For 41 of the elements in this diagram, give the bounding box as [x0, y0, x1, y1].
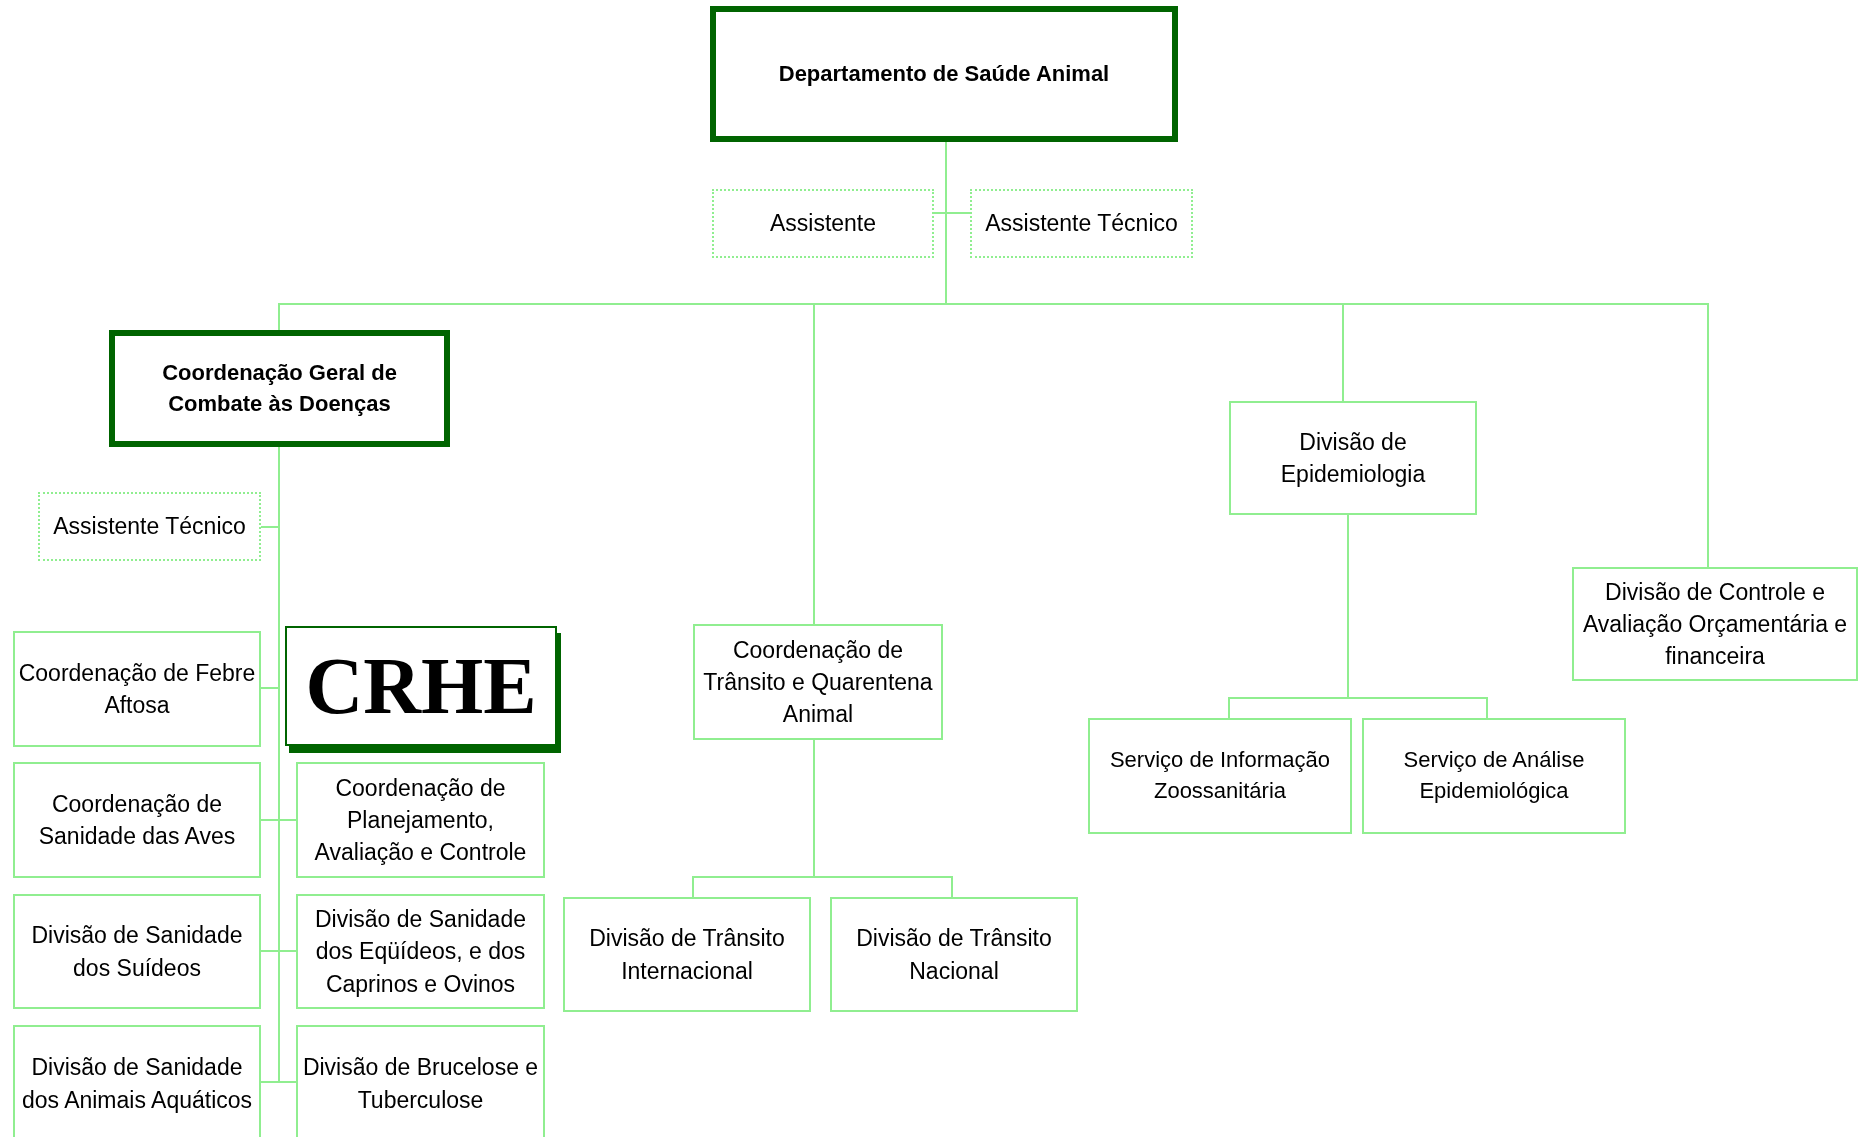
unit-label: Divisão de Sanidade dos Eqüídeos, e dos Caprinos e Ovinos: [314, 905, 527, 999]
unit-box: [296, 894, 545, 1009]
unit-box: [1362, 718, 1626, 834]
unit-label: Divisão de Epidemiologia: [1279, 427, 1427, 489]
unit-label: Coordenação de Planejamento, Avaliação e Controle: [313, 773, 528, 868]
unit-label: Serviço de Análise Epidemiológica: [1402, 746, 1586, 805]
assistant-box: [712, 189, 934, 258]
unit-label: Departamento de Saúde Animal: [778, 59, 1110, 88]
unit-label: Serviço de Informação Zoossanitária: [1108, 746, 1332, 805]
unit-label: Divisão de Brucelose e Tuberculose: [301, 1053, 540, 1115]
unit-box: [13, 631, 261, 747]
unit-label: Coordenação de Trânsito e Quarentena Animal: [702, 635, 934, 730]
unit-label: Coordenação de Sanidade das Aves: [37, 789, 237, 851]
unit-box: [13, 1025, 261, 1137]
unit-label: Divisão de Trânsito Internacional: [588, 924, 786, 986]
unit-box: [710, 6, 1178, 142]
connector-line: [813, 739, 953, 898]
unit-label: Assistente Técnico: [985, 209, 1178, 239]
unit-box: [296, 762, 545, 878]
unit-box: [693, 624, 943, 740]
unit-box: [830, 897, 1078, 1012]
acronym-label: CRHE: [305, 646, 537, 726]
assistant-box: [38, 492, 261, 561]
unit-label: Coordenação Geral de Combate às Doenças: [161, 358, 398, 418]
unit-label: Divisão de Controle e Avaliação Orçamentária e financeira: [1581, 577, 1849, 672]
unit-box: [109, 330, 450, 447]
unit-box: [1572, 567, 1858, 681]
unit-box: [296, 1025, 545, 1137]
unit-box: [13, 894, 261, 1009]
assistant-box: [970, 189, 1193, 258]
unit-label: Assistente: [769, 209, 877, 239]
unit-box: [1088, 718, 1352, 834]
unit-box: [563, 897, 811, 1012]
unit-label: Coordenação de Febre Aftosa: [17, 658, 257, 720]
unit-label: Assistente Técnico: [53, 512, 246, 542]
connector-line: [1347, 514, 1488, 719]
unit-box: [1229, 401, 1477, 515]
unit-box: [13, 762, 261, 878]
unit-label: Divisão de Sanidade dos Suídeos: [30, 921, 244, 983]
unit-label: Divisão de Trânsito Nacional: [855, 924, 1053, 986]
unit-label: Divisão de Sanidade dos Animais Aquáticos: [20, 1053, 254, 1115]
